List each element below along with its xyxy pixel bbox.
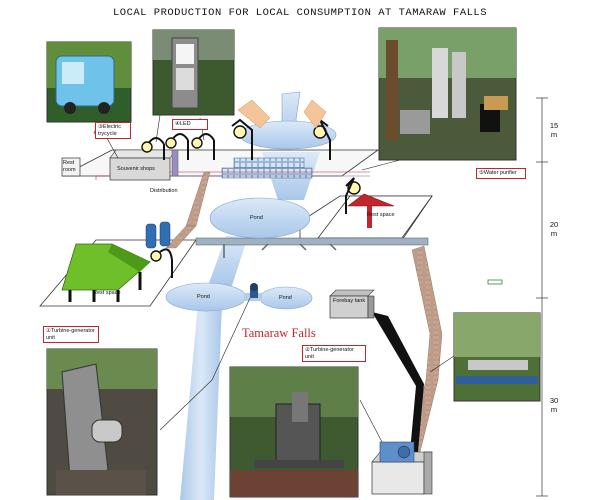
souvenir-shops-label: Souvenir shops: [117, 166, 155, 172]
photo-led: [152, 29, 235, 116]
electric-trycycle-label: ③Electric trycycle: [95, 122, 131, 139]
turbine-generator-1-label: ①Turbine-generator unit: [43, 326, 99, 343]
height-15m-unit: m: [550, 130, 558, 139]
photo-water-purifier: [378, 27, 517, 161]
page-title: LOCAL PRODUCTION FOR LOCAL CONSUMPTION A…: [112, 7, 488, 19]
distribution-label: Distribution: [150, 188, 178, 194]
water-tanks: [145, 221, 171, 249]
height-15m-value: 15: [549, 121, 559, 130]
height-15m: 15 m: [546, 121, 562, 139]
red-umbrella: [347, 193, 395, 228]
pond-lower-left-label: Pond: [197, 294, 210, 300]
pond-lower-right-label: Pond: [279, 295, 292, 301]
souvenir-shops-building: [109, 157, 171, 181]
pond-upper: [209, 197, 311, 239]
ponds: [165, 120, 337, 312]
height-20m: 20 m: [546, 220, 562, 238]
height-20m-value: 20: [549, 220, 559, 229]
height-dimension-lines: [536, 97, 548, 497]
buildings: [61, 149, 433, 495]
height-30m-value: 30: [549, 396, 559, 405]
height-30m: 30 m: [546, 396, 562, 414]
rest-room-building: [61, 157, 81, 177]
waterway: [195, 237, 429, 246]
photo-turbine-2: [229, 366, 359, 498]
small-turbine: [250, 283, 258, 298]
lower-channel: [180, 304, 222, 500]
rest-space-left-label: Rest space: [93, 290, 121, 296]
middle-channel: [208, 236, 248, 286]
led-label: ④LED: [172, 119, 208, 130]
orange-light-beams: [237, 99, 327, 129]
photo-turbine-1: [46, 348, 158, 496]
water-purifier-label: ⑤Water purifier: [476, 168, 526, 179]
photo-trycycle: [46, 41, 132, 123]
photo-forebay: [453, 312, 541, 402]
height-30m-unit: m: [550, 405, 558, 414]
forebay-tank: [329, 289, 375, 319]
forebay-tank-label: Forebay tank: [333, 298, 366, 304]
pond-upper-label: Pond: [250, 215, 263, 221]
tamaraw-falls-label: Tamaraw Falls: [242, 326, 316, 340]
height-20m-unit: m: [550, 229, 558, 238]
turbine-generator-2-label: ②Turbine-generator unit: [302, 345, 366, 362]
street-lamps: [141, 99, 361, 278]
rest-room-label: Rest room: [63, 160, 76, 173]
penstock: [372, 312, 424, 452]
green-shelter: [61, 243, 151, 302]
rest-space-right-label: Rest space: [367, 212, 395, 218]
powerhouse: [371, 441, 433, 495]
